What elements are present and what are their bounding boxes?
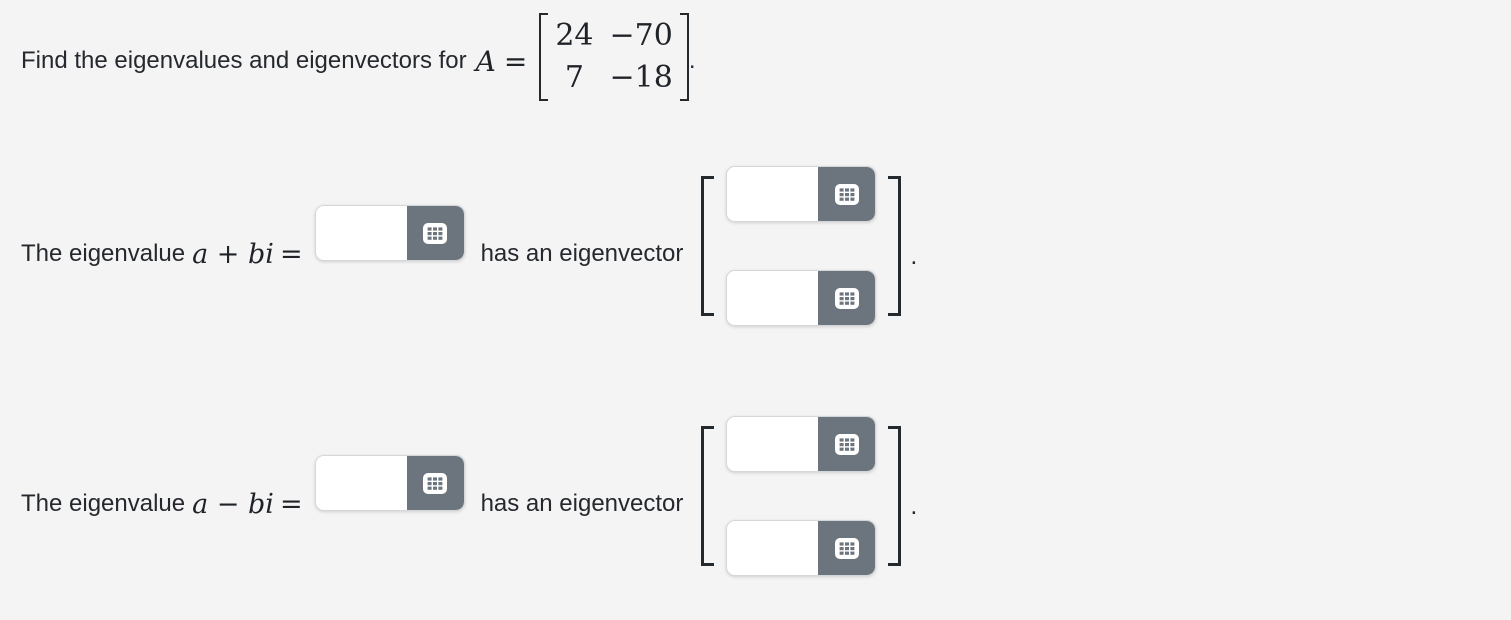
math-editor-button[interactable]: [406, 206, 464, 260]
eigenvalue-input-group: [314, 455, 465, 511]
connector-text: has an eigenvector: [480, 490, 684, 517]
math-editor-button[interactable]: [406, 456, 464, 510]
math-editor-button[interactable]: [818, 521, 876, 575]
eigenvalue-input[interactable]: [315, 206, 407, 260]
equals-sign: =: [503, 44, 528, 78]
vector-bracket-left-icon: [701, 176, 715, 316]
eigenvalue-expression: a − bi: [192, 488, 274, 520]
sentence-period: .: [688, 47, 696, 74]
eigenvalue-row-a-plus-bi: The eigenvalue a + bi = has an eigenvect…: [21, 164, 1511, 328]
vector-bracket-right-icon: [888, 176, 902, 316]
matrix-cell-1-0: 7: [564, 60, 584, 95]
eigenvector-entry-input-2[interactable]: [727, 271, 819, 325]
eigenvector-entries: [726, 416, 877, 576]
keypad-icon: [834, 537, 859, 559]
math-editor-button[interactable]: [818, 167, 876, 221]
matrix-bracket-left-icon: [539, 13, 549, 101]
eigenvector-entry-input-2[interactable]: [727, 521, 819, 575]
eigenvalue-input-group: [314, 205, 465, 261]
keypad-icon: [834, 433, 859, 455]
eigenvector-entry-group: [726, 166, 877, 222]
matrix-bracket-right-icon: [679, 13, 689, 101]
problem-statement: Find the eigenvalues and eigenvectors fo…: [21, 12, 1511, 102]
eigenvector-entry-group: [726, 270, 877, 326]
equals-sign: =: [279, 488, 303, 520]
equals-sign: =: [279, 238, 303, 270]
keypad-icon: [423, 472, 448, 494]
eigenvector: [701, 416, 902, 576]
sentence-period: .: [910, 242, 918, 270]
matrix-name: A: [475, 44, 496, 78]
problem-prompt: Find the eigenvalues and eigenvectors fo…: [21, 47, 467, 74]
keypad-icon: [834, 287, 859, 309]
eigenvector-entries: [726, 166, 877, 326]
sentence-period: .: [910, 492, 918, 520]
math-editor-button[interactable]: [818, 417, 876, 471]
eigenvector: [701, 166, 902, 326]
eigenvector-entry-group: [726, 520, 877, 576]
math-editor-button[interactable]: [818, 271, 876, 325]
vector-bracket-right-icon: [888, 426, 902, 566]
eigenvalue-input[interactable]: [315, 456, 407, 510]
eigenvalue-row-a-minus-bi: The eigenvalue a − bi = has an eigenvect…: [21, 414, 1511, 578]
matrix-cell-1-1: −18: [609, 60, 673, 95]
connector-text: has an eigenvector: [480, 240, 684, 267]
matrix-entries: 24 −70 7 −18: [555, 15, 673, 99]
vector-bracket-left-icon: [701, 426, 715, 566]
matrix-A: 24 −70 7 −18: [539, 13, 689, 101]
eigenvector-entry-input-1[interactable]: [727, 167, 819, 221]
eigenvector-entry-input-1[interactable]: [727, 417, 819, 471]
eigenvalue-label: The eigenvalue: [21, 240, 186, 267]
eigenvalue-label: The eigenvalue: [21, 490, 186, 517]
matrix-cell-0-1: −70: [609, 18, 673, 53]
keypad-icon: [423, 222, 448, 244]
problem-page: Find the eigenvalues and eigenvectors fo…: [21, 12, 1511, 578]
keypad-icon: [834, 183, 859, 205]
eigenvector-entry-group: [726, 416, 877, 472]
matrix-cell-0-0: 24: [555, 18, 594, 53]
eigenvalue-expression: a + bi: [192, 238, 274, 270]
